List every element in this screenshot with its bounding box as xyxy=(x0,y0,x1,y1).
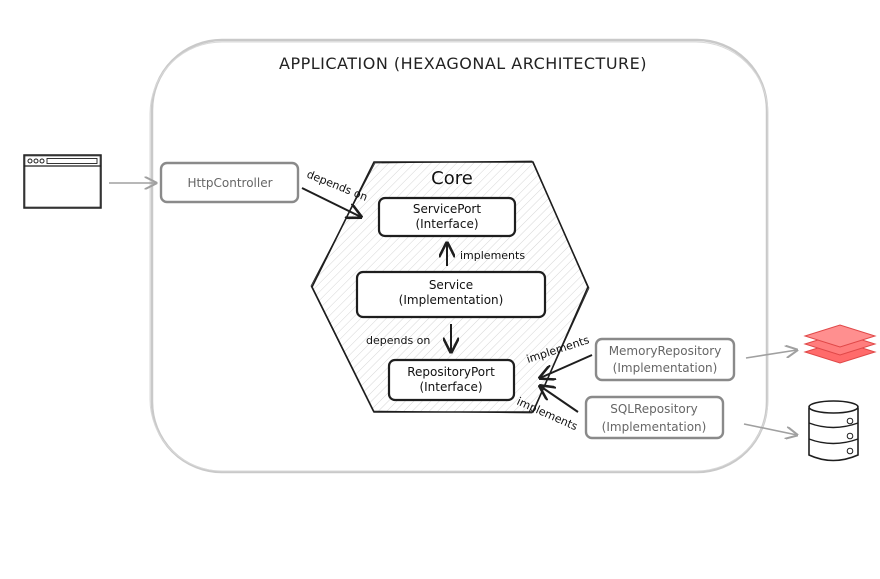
edge-label-service-implements: implements xyxy=(460,249,525,262)
http-controller-node: HttpController xyxy=(159,161,300,204)
edge-label-controller-depends-on: depends on xyxy=(305,168,370,204)
repository-port-label: RepositoryPort xyxy=(407,365,495,379)
arrow-memory-to-store xyxy=(745,350,797,359)
sql-repository-label: SQLRepository xyxy=(610,402,698,416)
service-port-node: ServicePort (Interface) xyxy=(377,196,517,238)
edge-label-sql-implements: implements xyxy=(515,395,580,433)
service-node: Service (Implementation) xyxy=(355,270,547,319)
database-icon xyxy=(808,400,859,462)
arrow-sql-to-repositoryport xyxy=(540,386,579,413)
memory-layers-icon xyxy=(803,324,877,364)
service-port-sublabel: (Interface) xyxy=(415,217,478,231)
core-title: Core xyxy=(431,168,473,189)
sql-repository-node: SQLRepository (Implementation) xyxy=(584,395,725,440)
service-label: Service xyxy=(429,278,473,292)
application-container: APPLICATION (HEXAGONAL ARCHITECTURE) xyxy=(149,38,769,474)
browser-window-icon xyxy=(23,154,102,209)
http-controller-label: HttpController xyxy=(187,176,272,190)
service-sublabel: (Implementation) xyxy=(399,293,504,307)
service-port-label: ServicePort xyxy=(413,202,481,216)
edge-label-service-depends-on: depends on xyxy=(366,334,430,347)
arrow-controller-to-serviceport xyxy=(301,187,361,217)
memory-repository-label: MemoryRepository xyxy=(609,344,722,358)
memory-repository-sublabel: (Implementation) xyxy=(613,361,718,375)
repository-port-sublabel: (Interface) xyxy=(419,380,482,394)
application-title: APPLICATION (HEXAGONAL ARCHITECTURE) xyxy=(279,54,647,73)
memory-repository-node: MemoryRepository (Implementation) xyxy=(594,337,736,382)
arrow-sql-to-database xyxy=(743,423,797,435)
sql-repository-sublabel: (Implementation) xyxy=(602,420,707,434)
repository-port-node: RepositoryPort (Interface) xyxy=(387,358,516,402)
arrow-memory-to-repositoryport xyxy=(540,354,593,378)
